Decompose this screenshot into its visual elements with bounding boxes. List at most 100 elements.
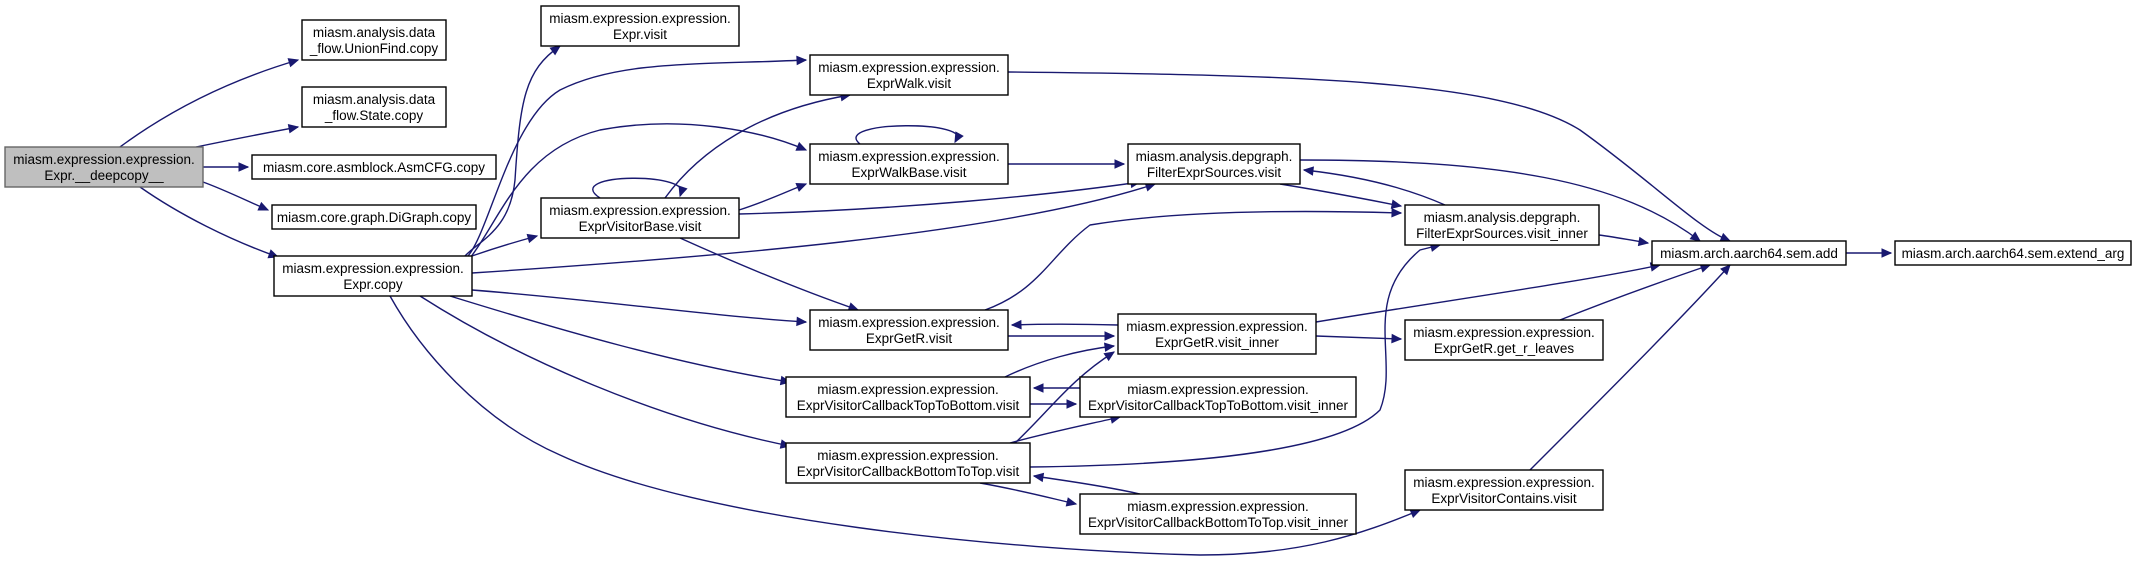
node-box (1404, 204, 1600, 246)
edge-arrowhead (287, 58, 300, 68)
node-label: miasm.expression.expression. (282, 261, 464, 276)
edge-fes_visit-to-sem_add (1299, 159, 1701, 242)
node-label: miasm.expression.expression. (817, 382, 999, 397)
node-getr-visit[interactable]: miasm.expression.expression.ExprGetR.vis… (809, 309, 1009, 351)
edge-getr_leaves-to-sem_add (1559, 264, 1711, 321)
edge-arrowhead (1881, 248, 1893, 258)
edge-deepcopy-to-expr_copy (139, 186, 279, 258)
node-digraph-copy[interactable]: miasm.core.graph.DiGraph.copy (271, 204, 477, 230)
node-walkbase-visit[interactable]: miasm.expression.expression.ExprWalkBase… (809, 143, 1009, 185)
node-label: _flow.UnionFind.copy (309, 41, 439, 56)
node-label: miasm.analysis.data (313, 25, 436, 40)
node-ttb-visit[interactable]: miasm.expression.expression.ExprVisitorC… (785, 376, 1031, 418)
edge-btt_visit-to-btt_inner (979, 482, 1077, 505)
edge-arrowhead (1391, 207, 1403, 218)
node-fes-inner[interactable]: miasm.analysis.depgraph.FilterExprSource… (1404, 204, 1600, 246)
edge-deepcopy-to-digraph_copy (202, 181, 269, 211)
node-getr-inner[interactable]: miasm.expression.expression.ExprGetR.vis… (1117, 313, 1317, 355)
node-btt-inner[interactable]: miasm.expression.expression.ExprVisitorC… (1079, 493, 1357, 535)
edge-expr_copy-to-walk_visit (467, 59, 807, 257)
edge-expr_copy-to-walkbase_visit (469, 123, 807, 259)
node-label: miasm.expression.expression. (1127, 382, 1309, 397)
node-state-copy[interactable]: miasm.analysis.data_flow.State.copy (301, 86, 447, 128)
node-getr-leaves[interactable]: miasm.expression.expression.ExprGetR.get… (1404, 319, 1604, 361)
node-box (1894, 240, 2132, 266)
node-box (785, 376, 1031, 418)
edge-arrowhead (1010, 319, 1022, 330)
node-label: ExprVisitorContains.visit (1431, 491, 1577, 506)
edge-arrowhead (795, 141, 808, 151)
edge-arrowhead (1103, 342, 1116, 352)
node-label: ExprVisitorBase.visit (579, 219, 702, 234)
node-label: miasm.expression.expression. (818, 60, 1000, 75)
edge-expr_copy-to-fes_visit (471, 183, 1156, 274)
node-btt-visit[interactable]: miasm.expression.expression.ExprVisitorC… (785, 442, 1031, 484)
edge-expr_copy-to-getr_visit (471, 289, 807, 323)
node-expr-copy[interactable]: miasm.expression.expression.Expr.copy (273, 255, 473, 297)
edge-getr_inner-to-getr_leaves (1315, 335, 1402, 340)
edge-arrowhead (1032, 472, 1045, 483)
node-label: ExprVisitorCallbackTopToBottom.visit (797, 398, 1020, 413)
node-box (540, 197, 740, 239)
edge-expr_copy-to-expr_visit (464, 45, 561, 257)
node-box (1127, 143, 1301, 185)
edge-arrowhead (257, 201, 270, 211)
edge-arrowhead (1065, 497, 1078, 507)
edge-arrowhead (1719, 232, 1732, 242)
edge-arrowhead (954, 131, 964, 144)
node-label: miasm.core.graph.DiGraph.copy (277, 210, 472, 225)
edge-btt_inner-to-btt_visit (1033, 475, 1141, 495)
node-label: miasm.analysis.depgraph. (1424, 210, 1581, 225)
node-label: ExprVisitorCallbackTopToBottom.visit_inn… (1088, 398, 1349, 413)
node-box (809, 309, 1009, 351)
node-label: miasm.expression.expression. (818, 315, 1000, 330)
edge-arrowhead (1103, 351, 1116, 362)
node-contains-visit[interactable]: miasm.expression.expression.ExprVisitorC… (1404, 469, 1604, 511)
edge-arrowhead (526, 233, 539, 244)
edge-deepcopy-to-state_copy (195, 126, 299, 148)
edge-arrowhead (1302, 166, 1314, 176)
edge-contains_visit-to-sem_add (1529, 264, 1731, 471)
node-box (785, 442, 1031, 484)
edge-visitorbase_visit-to-walk_visit (664, 94, 851, 199)
node-asmcfg-copy[interactable]: miasm.core.asmblock.AsmCFG.copy (251, 154, 497, 180)
node-box (273, 255, 473, 297)
node-visitorbase-visit[interactable]: miasm.expression.expression.ExprVisitorB… (540, 197, 740, 239)
node-uf-copy[interactable]: miasm.analysis.data_flow.UnionFind.copy (301, 19, 447, 61)
edge-arrowhead (1104, 331, 1116, 341)
node-expr-visit[interactable]: miasm.expression.expression.Expr.visit (540, 5, 740, 47)
edge-btt_visit-to-getr_inner (1014, 351, 1115, 444)
edge-btt_visit-to-fes_inner (1029, 244, 1441, 468)
node-box (1404, 319, 1604, 361)
edge-visitorbase_visit-to-visitorbase_visit (592, 177, 683, 199)
node-box (1404, 469, 1604, 511)
edge-fes_inner-to-fes_visit (1303, 169, 1446, 206)
node-box (809, 54, 1009, 96)
node-box (1651, 240, 1847, 266)
node-walk-visit[interactable]: miasm.expression.expression.ExprWalk.vis… (809, 54, 1009, 96)
edge-fes_visit-to-fes_inner (1279, 183, 1402, 207)
node-label: miasm.expression.expression. (1127, 499, 1309, 514)
node-box (301, 19, 447, 61)
node-extend-arg[interactable]: miasm.arch.aarch64.sem.extend_arg (1894, 240, 2132, 266)
edge-arrowhead (549, 45, 561, 56)
node-sem-add[interactable]: miasm.arch.aarch64.sem.add (1651, 240, 1847, 266)
node-box (1079, 376, 1357, 418)
edge-visitorbase_visit-to-getr_visit (679, 237, 859, 311)
node-label: Expr.visit (613, 27, 667, 42)
node-box (4, 146, 204, 188)
edge-getr_inner-to-sem_add (1315, 264, 1661, 323)
edge-getr_visit-to-fes_inner (984, 210, 1402, 311)
edge-btt_visit-to-ttb_inner (1009, 416, 1121, 444)
node-fes-visit[interactable]: miasm.analysis.depgraph.FilterExprSource… (1127, 143, 1301, 185)
node-label: miasm.analysis.depgraph. (1136, 149, 1293, 164)
node-box (271, 204, 477, 230)
node-deepcopy[interactable]: miasm.expression.expression.Expr.__deepc… (4, 146, 204, 188)
edge-visitorbase_visit-to-fes_visit (738, 181, 1141, 215)
edge-expr_copy-to-contains_visit (389, 295, 1421, 556)
edge-walk_visit-to-sem_add (1007, 71, 1731, 242)
node-ttb-inner[interactable]: miasm.expression.expression.ExprVisitorC… (1079, 376, 1357, 418)
node-label: ExprWalk.visit (867, 76, 952, 91)
node-label: miasm.expression.expression. (817, 448, 999, 463)
